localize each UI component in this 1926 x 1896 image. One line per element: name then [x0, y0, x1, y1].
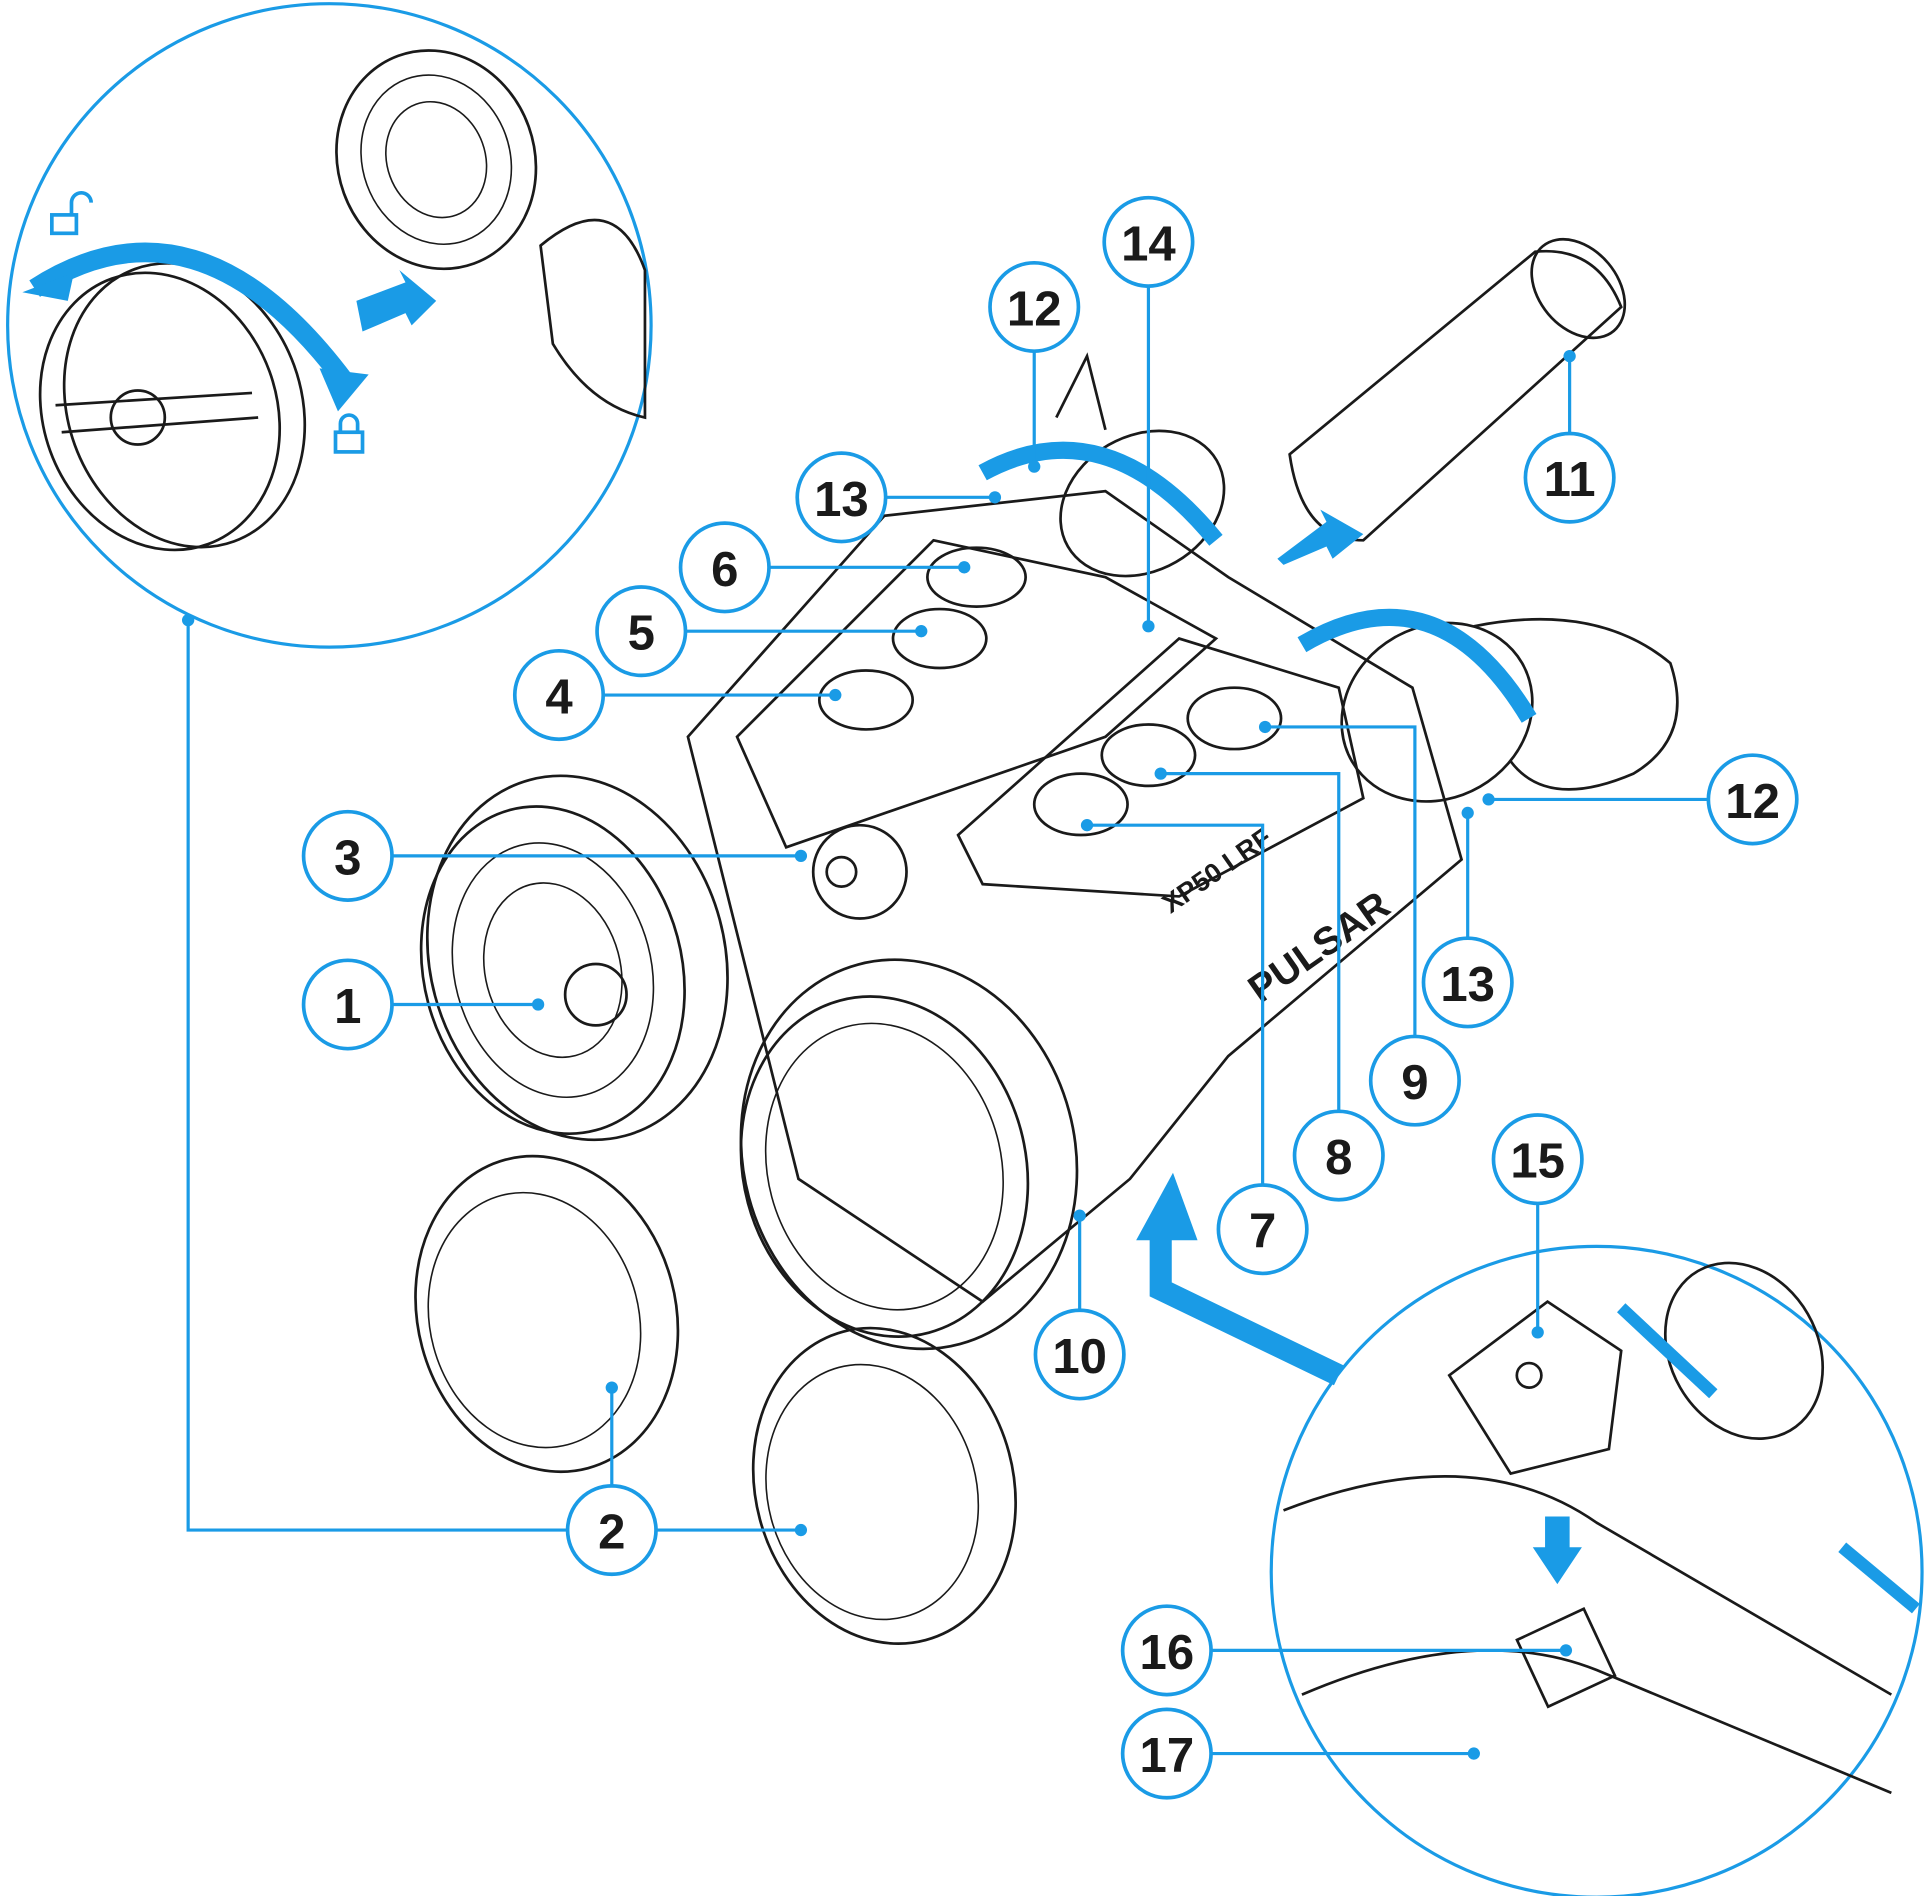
- callout-number: 16: [1140, 1626, 1195, 1680]
- callout-number: 9: [1401, 1056, 1428, 1110]
- leader-dot: [1531, 1326, 1544, 1339]
- callout-15: 15: [1491, 1113, 1584, 1206]
- callout-circle: [1368, 1034, 1461, 1127]
- callout-4: 4: [512, 648, 606, 742]
- callout-circle: [1523, 431, 1616, 524]
- callout-17: 17: [1120, 1707, 1213, 1800]
- callout-circle: [988, 260, 1081, 354]
- callout-circle: [1120, 1604, 1213, 1697]
- callout-circle: [1033, 1308, 1126, 1401]
- callout-11: 11: [1523, 431, 1616, 524]
- callout-16: 16: [1120, 1604, 1213, 1697]
- leader-line: [1160, 772, 1341, 1112]
- callout-number: 4: [545, 670, 573, 724]
- callout-circle: [1292, 1109, 1385, 1202]
- leader-line: [1087, 823, 1265, 1185]
- leader-dot: [1080, 819, 1094, 832]
- callout-1: 1: [301, 958, 394, 1051]
- tripod-adapter-detail: [1269, 1244, 1924, 1896]
- leader-dot: [182, 613, 195, 627]
- leader-dot: [1154, 767, 1167, 780]
- callout-14: 14: [1102, 195, 1195, 288]
- leader-dot: [1467, 1747, 1480, 1760]
- leader-lines: [182, 286, 1709, 1760]
- callout-circle: [1491, 1113, 1584, 1206]
- leader-dot: [794, 1523, 808, 1537]
- callout-3: 3: [301, 809, 394, 902]
- callout-12: 12: [1706, 753, 1799, 846]
- callout-number: 6: [711, 543, 738, 597]
- leader-dot: [988, 491, 1002, 504]
- leader-dot: [1482, 793, 1495, 806]
- callout-2: 2: [565, 1484, 658, 1577]
- callout-number: 15: [1510, 1135, 1565, 1189]
- leader-dot: [958, 561, 971, 574]
- callout-7: 7: [1216, 1183, 1309, 1276]
- leader-dot: [1142, 620, 1155, 633]
- leader-dot: [829, 688, 842, 702]
- leader-dot: [1073, 1209, 1086, 1222]
- callout-number: 12: [1725, 775, 1780, 829]
- callout-circle: [1216, 1183, 1309, 1276]
- callout-number: 3: [334, 831, 361, 885]
- arrow-icon: [356, 270, 437, 332]
- callout-number: 8: [1325, 1131, 1352, 1185]
- callout-circle: [595, 585, 688, 678]
- leader-dot: [531, 998, 545, 1011]
- callout-12: 12: [988, 260, 1081, 354]
- callout-13: 13: [795, 451, 888, 544]
- callout-number: 17: [1140, 1729, 1195, 1783]
- callout-number: 7: [1249, 1205, 1276, 1259]
- callout-number: 2: [598, 1506, 625, 1560]
- callout-number: 13: [814, 473, 869, 527]
- callout-number: 1: [334, 980, 361, 1034]
- callout-circle: [1421, 936, 1514, 1029]
- callout-circle: [512, 648, 606, 742]
- lock-icon: [333, 413, 365, 454]
- leader-line: [1265, 725, 1417, 1037]
- leader-dot: [1559, 1644, 1573, 1657]
- callout-5: 5: [595, 585, 688, 678]
- leader-line: [186, 620, 568, 1532]
- leader-dot: [915, 625, 928, 638]
- leader-dot: [1461, 806, 1474, 820]
- eyepiece-cap-detail: [6, 2, 653, 649]
- leader-dot: [1563, 349, 1576, 363]
- callout-number: 13: [1440, 958, 1495, 1012]
- callout-9: 9: [1368, 1034, 1461, 1127]
- callout-circle: [301, 809, 394, 902]
- leader-dot: [1028, 460, 1041, 473]
- callout-circle: [1706, 753, 1799, 846]
- leader-dot: [605, 1381, 618, 1394]
- callout-circle: [678, 521, 771, 614]
- leader-dot: [1258, 720, 1272, 734]
- callout-number: 10: [1052, 1330, 1107, 1384]
- unlock-icon: [49, 190, 93, 236]
- callout-13: 13: [1421, 936, 1514, 1029]
- callout-circle: [795, 451, 888, 544]
- callout-8: 8: [1292, 1109, 1385, 1202]
- callout-number: 12: [1007, 282, 1062, 336]
- model-label: XP50 LRF: [1157, 822, 1277, 919]
- callout-number: 11: [1544, 453, 1596, 507]
- leader-dot: [794, 849, 808, 863]
- callout-circle: [301, 958, 394, 1051]
- callout-circle: [1102, 195, 1195, 288]
- callout-number: 5: [628, 607, 655, 661]
- callout-6: 6: [678, 521, 771, 614]
- callout-circle: [1120, 1707, 1213, 1800]
- callout-circle: [565, 1484, 658, 1577]
- callout-10: 10: [1033, 1308, 1126, 1401]
- callout-number: 14: [1121, 217, 1176, 271]
